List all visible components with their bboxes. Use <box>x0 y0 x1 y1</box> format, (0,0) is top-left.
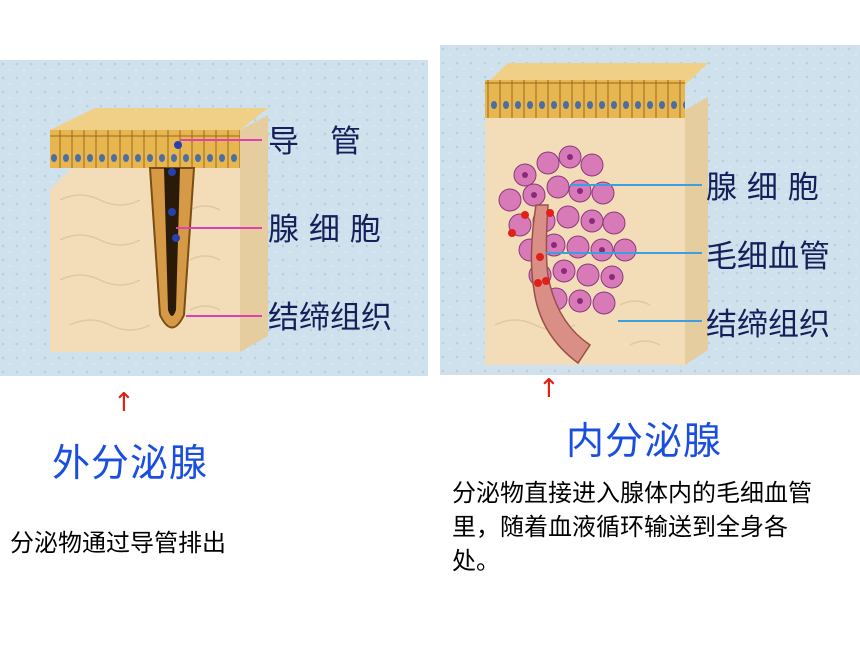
exocrine-gland-title: 外分泌腺 <box>52 441 209 485</box>
endocrine-gland-diagram: 腺 细 胞 毛细血管 结缔组织 <box>440 45 860 375</box>
exocrine-description: 分泌物通过导管排出 <box>10 529 226 557</box>
arrow-up-icon: ↑ <box>538 374 560 404</box>
label-connective-tissue-left: 结缔组织 <box>268 300 392 336</box>
label-connective-tissue-right: 结缔组织 <box>706 307 830 343</box>
label-duct: 导 管 <box>268 124 361 160</box>
exocrine-gland-diagram: 导 管 腺 细 胞 结缔组织 <box>0 60 428 376</box>
label-gland-cell-right: 腺 细 胞 <box>706 170 819 206</box>
endocrine-description: 分泌物直接进入腺体内的毛细血管里，随着血液循环输送到全身各处。 <box>452 479 812 575</box>
label-gland-cell-left: 腺 细 胞 <box>268 212 381 248</box>
endocrine-gland-title: 内分泌腺 <box>566 419 723 463</box>
arrow-up-icon: ↑ <box>113 388 135 418</box>
label-capillary: 毛细血管 <box>706 239 830 275</box>
